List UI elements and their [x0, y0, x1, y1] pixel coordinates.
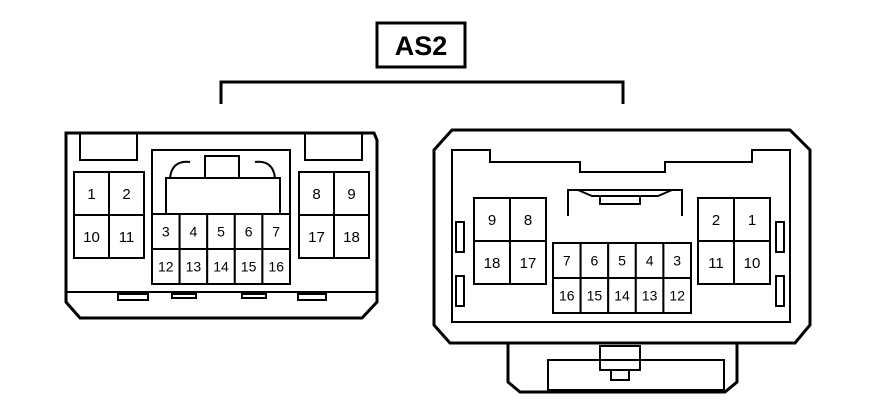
left-connector-foot [117, 293, 149, 301]
right-connector-lock-tab [506, 343, 739, 394]
left-pin-label: 17 [308, 229, 325, 246]
left-pin-label: 9 [347, 186, 355, 203]
left-pin-label: 1 [87, 186, 95, 203]
right-pin-label: 5 [618, 253, 626, 269]
right-connector [432, 128, 812, 394]
right-pin-label: 13 [642, 288, 658, 304]
left-pin-cell [333, 214, 370, 259]
right-pin-label: 14 [614, 288, 630, 304]
left-connector-housing [64, 131, 379, 320]
right-pin-label: 15 [587, 288, 603, 304]
right-connector-housing [432, 128, 812, 345]
left-connector-foot [297, 293, 327, 301]
right-pin-label: 12 [669, 288, 685, 304]
left-connector [64, 131, 379, 320]
right-connector-inner-frame [451, 149, 791, 323]
right-connector-lock-nub [610, 369, 630, 381]
right-pin-label: 10 [744, 255, 761, 272]
right-connector-latch-slot [567, 189, 683, 216]
left-pin-label: 3 [162, 224, 170, 240]
title-label: AS2 [375, 21, 467, 69]
left-pin-label: 11 [119, 229, 135, 246]
left-pin-cell [233, 248, 264, 285]
left-pin-label: 16 [268, 259, 284, 275]
left-connector-latch-hook-right [254, 160, 276, 179]
right-pin-cell [634, 277, 665, 314]
right-pin-cell [697, 197, 735, 242]
right-pin-label: 4 [646, 253, 654, 269]
left-pin-label: 6 [245, 224, 253, 240]
left-pin-label: 2 [122, 186, 130, 203]
right-pin-label: 9 [488, 212, 496, 229]
left-connector-foot [241, 293, 267, 299]
right-pin-label: 8 [524, 212, 532, 229]
left-pin-cell [108, 171, 145, 216]
left-pin-label: 5 [217, 224, 225, 240]
right-connector-side-key [775, 221, 785, 253]
right-pin-label: 16 [559, 288, 575, 304]
right-connector-lock-button [599, 345, 641, 371]
right-pin-cell [733, 240, 771, 285]
left-connector-foot [171, 293, 197, 299]
right-pin-cell [662, 277, 693, 314]
right-connector-side-key [455, 275, 465, 307]
left-pin-label: 7 [272, 224, 280, 240]
right-connector-latch-tab [599, 195, 641, 205]
left-pin-label: 10 [83, 229, 100, 246]
left-pin-cell [333, 171, 370, 216]
bracket [219, 80, 625, 104]
title-text: AS2 [395, 31, 448, 61]
right-pin-cell [509, 240, 547, 285]
left-pin-label: 13 [186, 259, 202, 275]
right-pin-label: 11 [708, 255, 724, 272]
right-pin-label: 2 [712, 212, 720, 229]
right-pin-label: 7 [563, 253, 571, 269]
left-connector-latch-tab [204, 155, 240, 179]
right-pin-cell [552, 277, 582, 314]
left-connector-top-step [79, 133, 138, 161]
left-pin-label: 14 [213, 259, 229, 275]
title-box [375, 21, 467, 69]
left-pin-label: 4 [190, 224, 198, 240]
right-pin-label: 17 [520, 255, 537, 272]
right-pin-label: 6 [591, 253, 599, 269]
right-pin-cell [509, 197, 547, 242]
left-connector-latch-hook-left [169, 160, 191, 179]
left-pin-cell [108, 214, 145, 259]
right-pin-label: 3 [673, 253, 681, 269]
right-connector-lock-window [547, 359, 725, 391]
left-pin-cell [261, 213, 291, 250]
right-pin-cell [607, 277, 637, 314]
left-connector-top-step-right [304, 133, 363, 161]
left-connector-latch [151, 149, 291, 215]
left-pin-cell [261, 248, 291, 285]
left-pin-label: 15 [241, 259, 257, 275]
left-pin-label: 12 [158, 259, 174, 275]
left-pin-label: 18 [343, 229, 360, 246]
left-pin-label: 8 [312, 186, 320, 203]
right-pin-cell [473, 240, 511, 285]
right-pin-cell [733, 197, 771, 242]
right-connector-side-key [775, 275, 785, 307]
right-pin-label: 1 [748, 212, 756, 229]
right-connector-side-key [455, 221, 465, 253]
right-pin-label: 18 [484, 255, 501, 272]
